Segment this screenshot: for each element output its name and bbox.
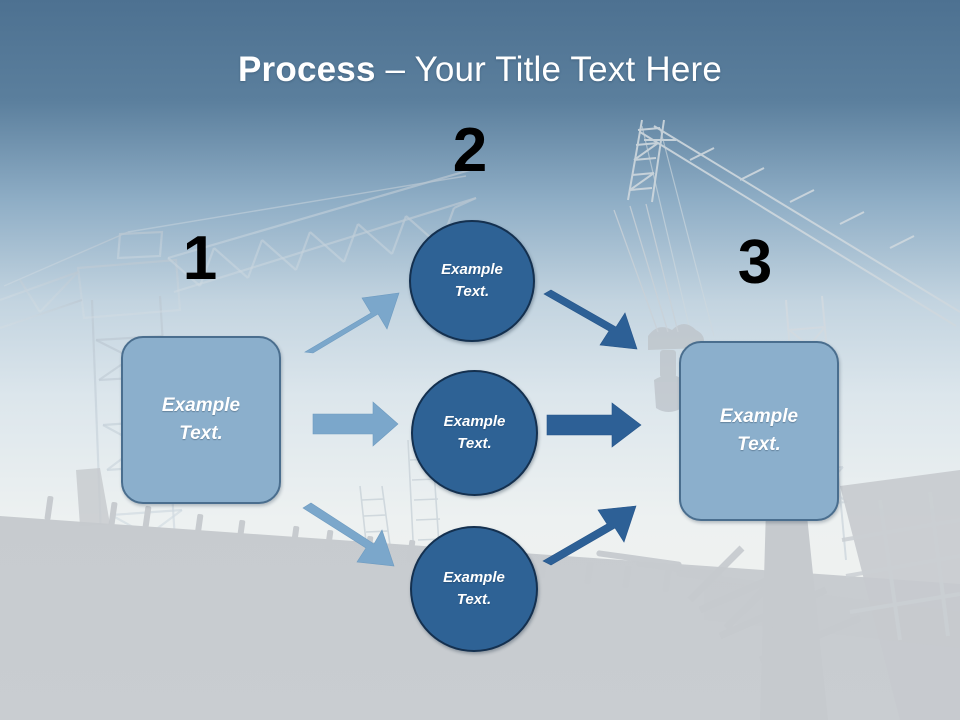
arrow-right-middle[interactable] [546, 402, 642, 448]
node-circle-1-label: Example Text. [441, 259, 503, 303]
node-circle-1-line2: Text. [454, 283, 490, 300]
node-circle-3[interactable]: Example Text. [410, 526, 538, 652]
node-right-box-line1: Example [719, 406, 799, 428]
node-left-box-line1: Example [161, 395, 241, 417]
node-left-box-line2: Text. [179, 423, 223, 444]
node-left-box-label: Example Text. [162, 392, 240, 447]
title-light-part: Your Title Text Here [414, 50, 722, 89]
title-separator: – [375, 50, 415, 89]
step-number-3: 3 [737, 228, 773, 297]
node-circle-3-line1: Example [443, 569, 505, 587]
step-number-1: 1 [182, 224, 218, 293]
step-number-2: 2 [452, 116, 488, 185]
node-circle-1[interactable]: Example Text. [409, 220, 535, 342]
node-circle-3-line2: Text. [456, 591, 492, 608]
slide-title: Process – Your Title Text Here [0, 48, 960, 92]
node-circle-1-line1: Example [441, 261, 503, 279]
node-right-box-line2: Text. [737, 434, 781, 455]
arrow-right-up[interactable] [542, 505, 637, 566]
node-left-box[interactable]: Example Text. [121, 336, 281, 504]
arrow-left-middle[interactable] [312, 401, 399, 447]
node-right-box-label: Example Text. [720, 403, 798, 458]
node-circle-2-label: Example Text. [444, 411, 506, 455]
arrow-left-down[interactable] [302, 502, 395, 567]
arrow-left-up[interactable] [304, 292, 400, 354]
node-right-box[interactable]: Example Text. [679, 341, 839, 521]
node-circle-2[interactable]: Example Text. [411, 370, 538, 496]
node-circle-3-label: Example Text. [443, 567, 505, 611]
node-circle-2-line1: Example [443, 413, 506, 431]
node-circle-2-line2: Text. [457, 435, 492, 452]
title-bold-part: Process [238, 50, 376, 89]
arrow-right-down[interactable] [543, 289, 638, 350]
